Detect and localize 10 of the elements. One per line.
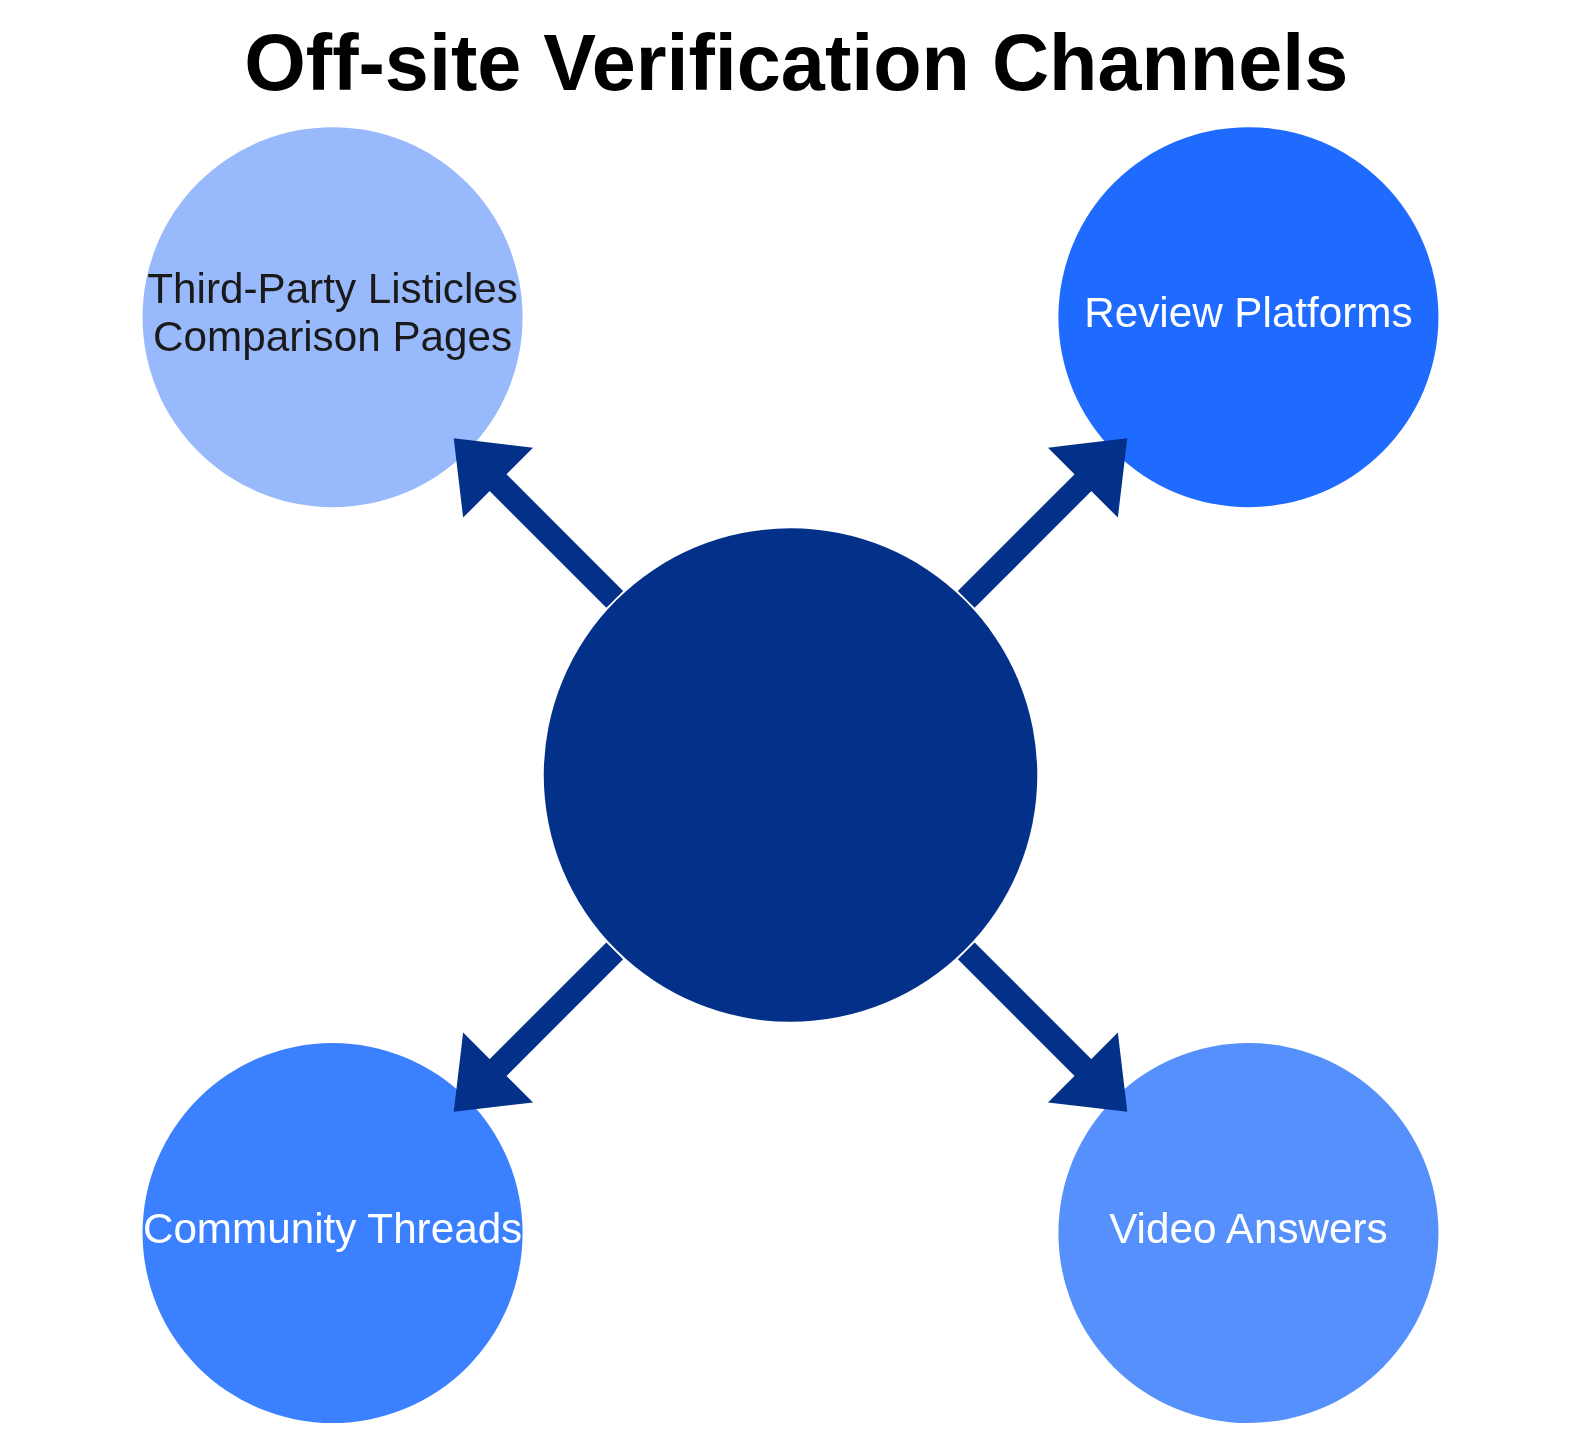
arrow	[957, 942, 1127, 1112]
arrow	[453, 438, 623, 608]
node-circle	[543, 528, 1037, 1022]
arrow	[957, 438, 1127, 608]
node-circle: Community Threads	[142, 1043, 523, 1424]
diagram-title: Off-site Verification Channels	[243, 18, 1348, 108]
arrow	[453, 942, 623, 1112]
node-circle: Review Platforms	[1057, 127, 1438, 508]
node-circle: Video Answers	[1057, 1043, 1438, 1424]
node-circle: Third-Party Listicles Comparison Pages	[142, 127, 523, 508]
